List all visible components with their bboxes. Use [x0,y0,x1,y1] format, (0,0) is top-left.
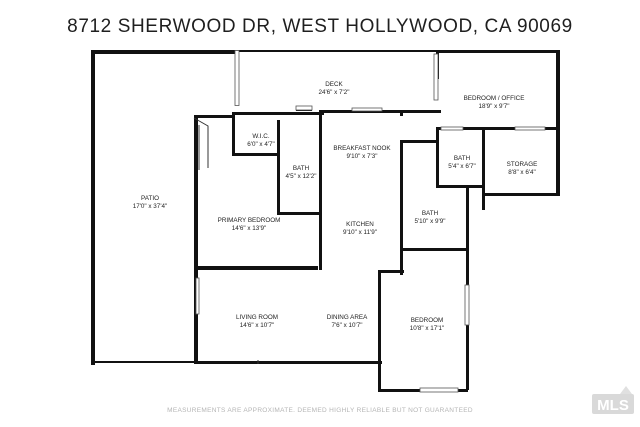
mls-logo: MLS [592,386,634,414]
page-title: 8712 SHERWOOD DR, WEST HOLLYWOOD, CA 900… [67,16,573,37]
bath-hall-dims: 5'10" x 9'9" [414,218,445,225]
bath-small-name: BATH [454,155,471,162]
patio-name: PATIO [141,195,159,202]
bedroom-office-name: BEDROOM / OFFICE [464,95,525,102]
dining-area-name: DINING AREA [327,314,368,321]
living-room-name: LIVING ROOM [236,314,278,321]
bedroom-office-dims: 18'9" x 9'7" [478,103,509,110]
room-labels: DECK 24'6" x 7'2" BEDROOM / OFFICE 18'9"… [133,81,538,332]
wic-name: W.I.C. [252,133,269,140]
bath-primary-name: BATH [293,165,310,172]
storage-dims: 8'8" x 6'4" [508,169,536,176]
storage-name: STORAGE [507,161,538,168]
dining-area-dims: 7'6" x 10'7" [331,322,362,329]
exterior-walls [91,50,560,365]
wic-dims: 6'0" x 4'7" [247,141,275,148]
breakfast-nook-dims: 9'10" x 7'3" [346,153,377,160]
bedroom-name: BEDROOM [411,317,444,324]
bedroom-dims: 10'8" x 17'1" [410,325,445,332]
bath-hall-name: BATH [422,210,439,217]
primary-bedroom-dims: 14'6" x 13'9" [232,225,267,232]
kitchen-dims: 9'10" x 11'9" [343,229,377,236]
mls-logo-text: MLS [597,397,629,414]
disclaimer-text: MEASUREMENTS ARE APPROXIMATE. DEEMED HIG… [167,407,473,414]
patio-corner [193,117,259,364]
deck-dims: 24'6" x 7'2" [318,89,349,96]
bath-primary-dims: 4'5" x 12'2" [285,173,316,180]
living-room-dims: 14'6" x 10'7" [240,322,275,329]
bath-small-dims: 5'4" x 6'7" [448,163,476,170]
patio-dims: 17'0" x 37'4" [133,203,168,210]
breakfast-nook-name: BREAKFAST NOOK [333,145,391,152]
primary-bedroom-name: PRIMARY BEDROOM [218,217,281,224]
windows [195,50,546,393]
kitchen-name: KITCHEN [346,221,374,228]
deck-name: DECK [325,81,343,88]
